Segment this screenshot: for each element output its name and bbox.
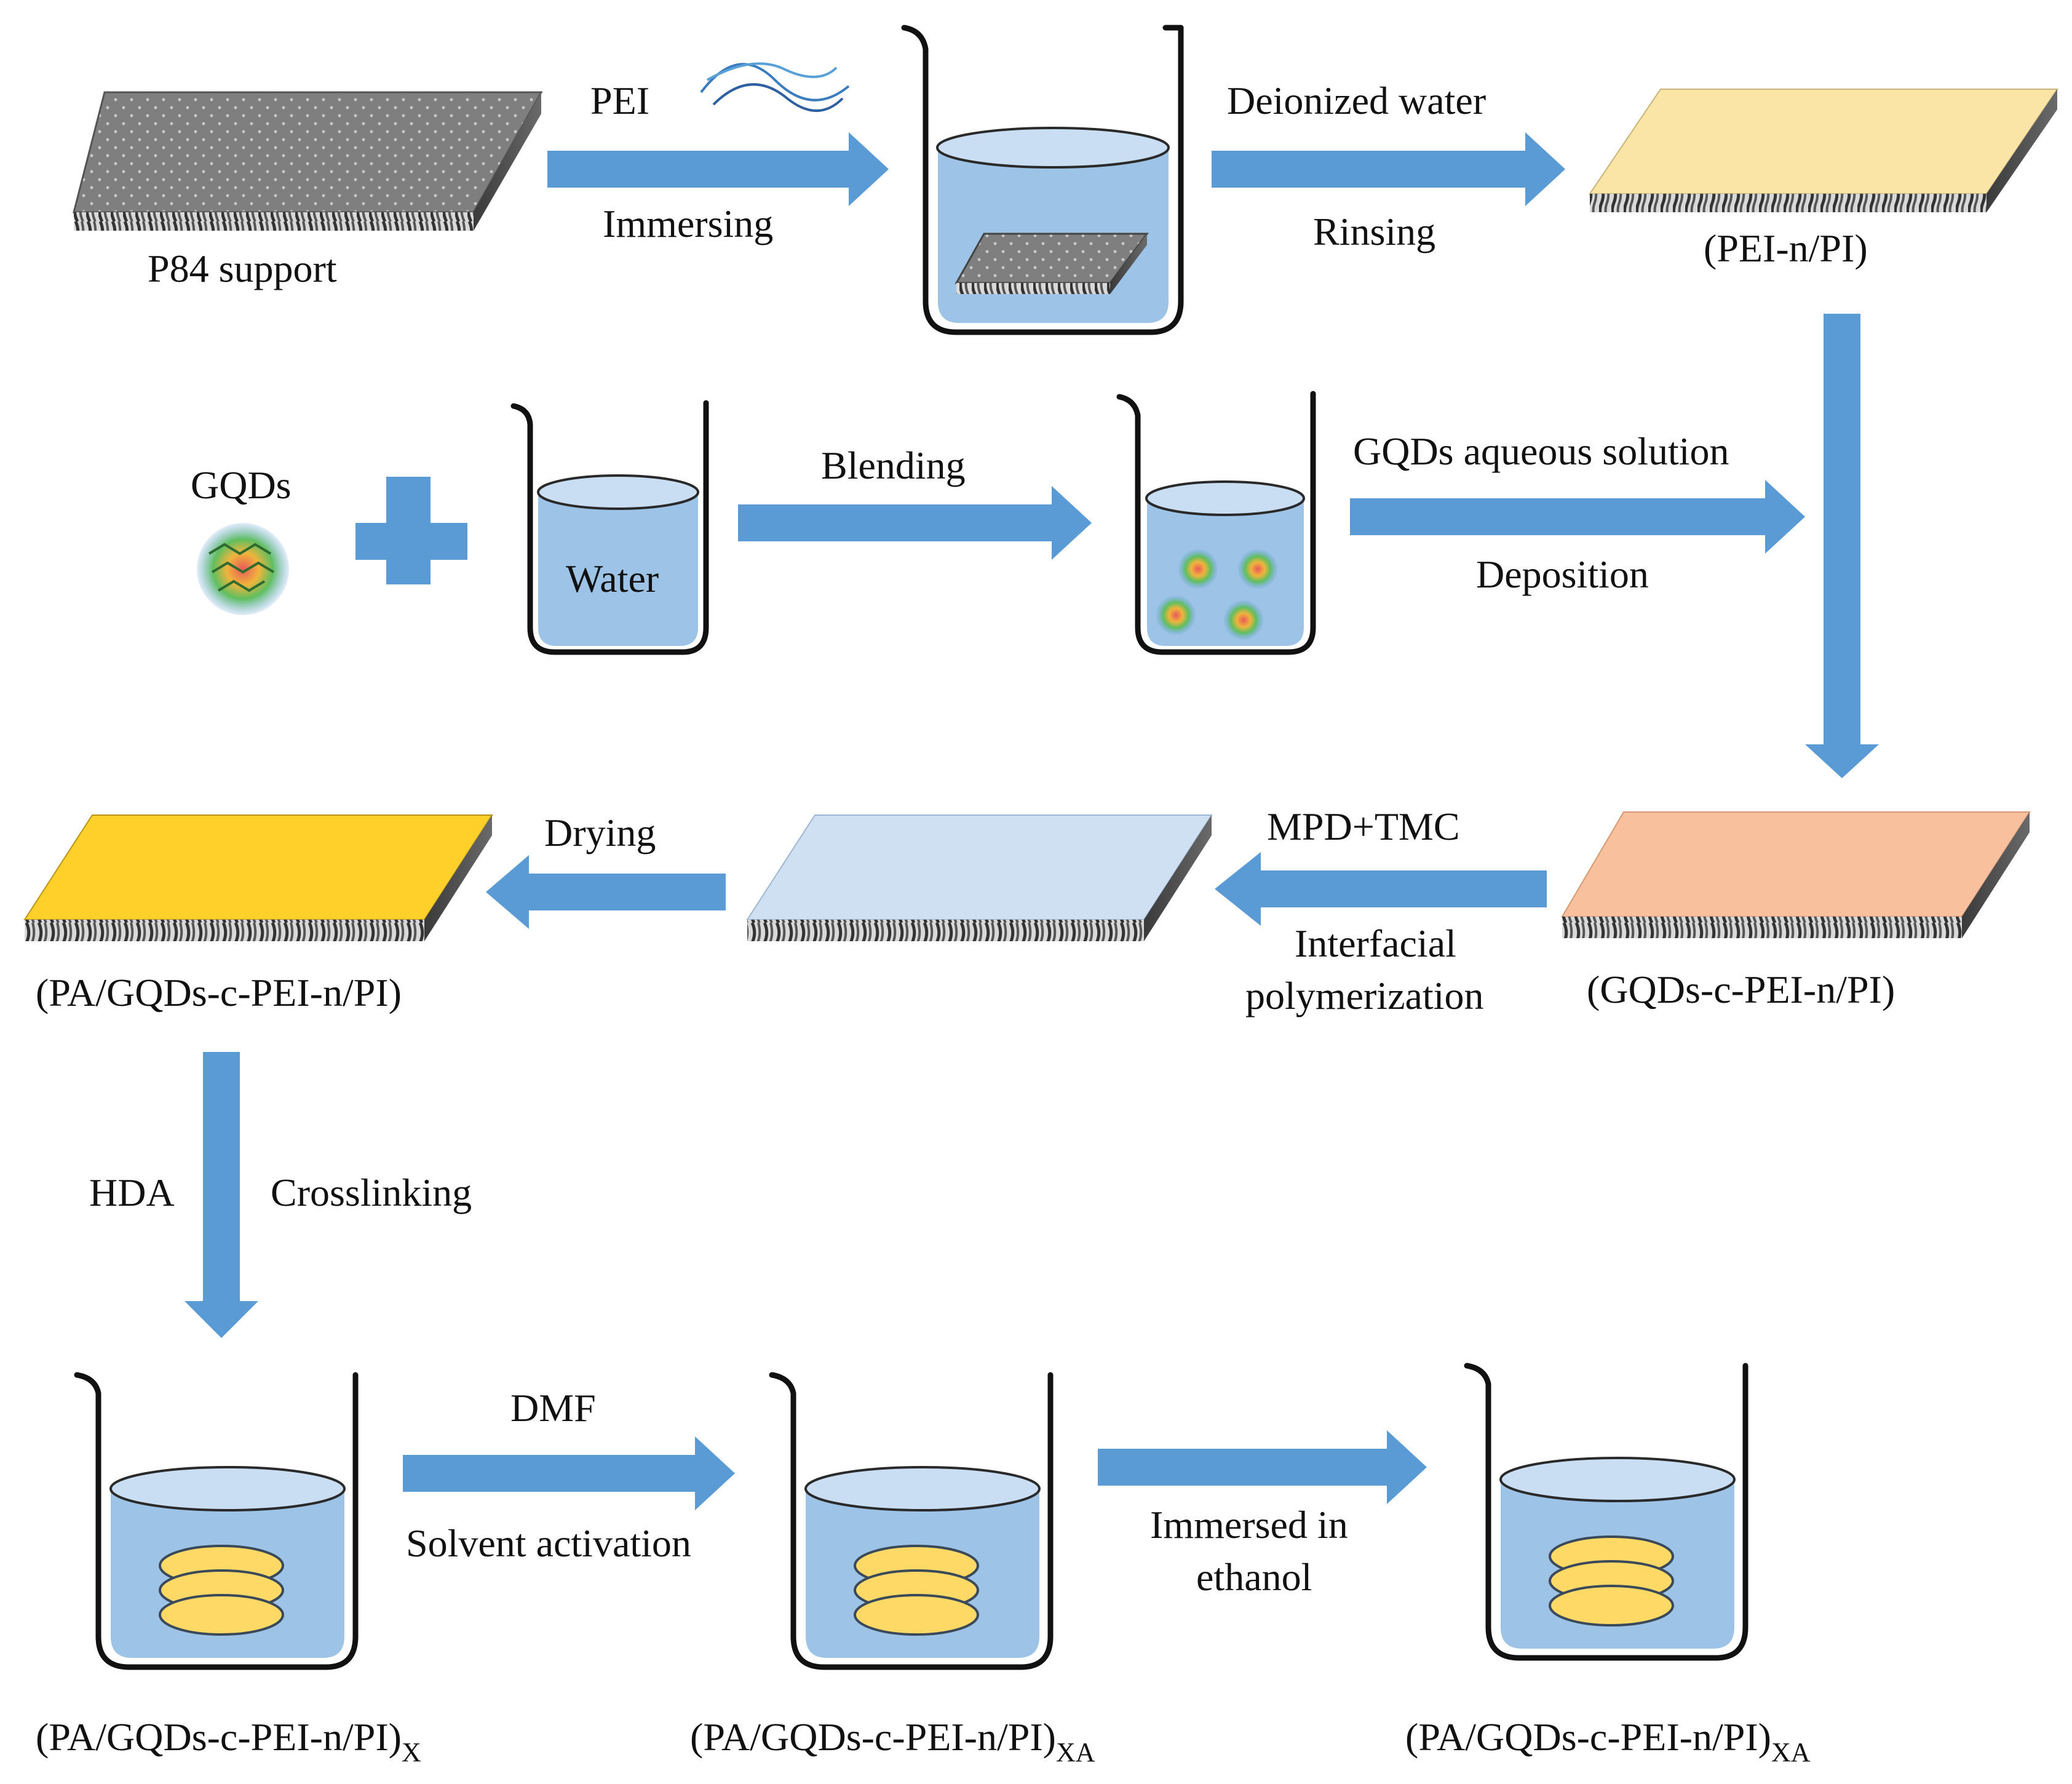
immersing-label: Immersing bbox=[603, 202, 773, 245]
product-x-label: (PA/GQDs-c-PEI-n/PI)X bbox=[36, 1715, 421, 1767]
pei-beaker bbox=[901, 25, 1184, 335]
pa-gqds-membrane bbox=[23, 814, 493, 941]
blending-arrow bbox=[738, 486, 1092, 560]
gqds-c-pei-membrane bbox=[1561, 811, 2031, 938]
deposition-label: Deposition bbox=[1476, 552, 1649, 596]
plus-icon bbox=[355, 477, 467, 584]
pei-pi-label: (PEI-n/PI) bbox=[1704, 226, 1868, 270]
solvent-activation-label: Solvent activation bbox=[406, 1521, 691, 1565]
rinsing-label: Rinsing bbox=[1313, 210, 1435, 253]
activated-beaker bbox=[769, 1372, 1054, 1670]
solvent-activation-arrow bbox=[403, 1436, 735, 1510]
gqds-aqueous-solution-label: GQDs aqueous solution bbox=[1353, 429, 1729, 473]
deposition-arrow bbox=[1350, 480, 1805, 554]
pa-gqds-label: (PA/GQDs-c-PEI-n/PI) bbox=[36, 971, 402, 1014]
gqd-particle bbox=[1178, 549, 1218, 589]
dmf-label: DMF bbox=[510, 1386, 596, 1430]
product-xa-label-2: (PA/GQDs-c-PEI-n/PI)XA bbox=[1405, 1715, 1811, 1767]
ethanol-beaker bbox=[1464, 1363, 1748, 1661]
water-label: Water bbox=[566, 557, 659, 600]
gqd-particle bbox=[1224, 600, 1263, 640]
membrane-disc bbox=[159, 1594, 284, 1636]
p84-support-membrane bbox=[73, 91, 543, 231]
product-xa-label-1: (PA/GQDs-c-PEI-n/PI)XA bbox=[690, 1715, 1095, 1767]
water-beaker bbox=[510, 400, 709, 655]
deionized-water-label: Deionized water bbox=[1227, 79, 1486, 122]
rinsing-arrow bbox=[1212, 132, 1565, 206]
ethanol-label: ethanol bbox=[1196, 1555, 1312, 1599]
down-arrow-right bbox=[1805, 314, 1879, 778]
crosslinking-label: Crosslinking bbox=[271, 1171, 472, 1214]
gqds-solution-beaker bbox=[1116, 391, 1316, 655]
interfacial-label: Interfacial bbox=[1295, 922, 1456, 965]
immersed-membrane bbox=[955, 233, 1149, 294]
gqd-particle bbox=[1156, 595, 1196, 635]
p84-support-label: P84 support bbox=[148, 247, 337, 290]
blending-label: Blending bbox=[821, 444, 966, 487]
ethanol-arrow bbox=[1098, 1430, 1427, 1504]
pei-pi-membrane bbox=[1589, 89, 2058, 212]
membrane-disc bbox=[854, 1594, 979, 1636]
crosslinking-arrow bbox=[185, 1052, 258, 1338]
pa-layer-membrane bbox=[746, 814, 1213, 941]
crosslinked-beaker bbox=[74, 1372, 359, 1670]
polymerization-label: polymerization bbox=[1245, 974, 1483, 1017]
drying-label: Drying bbox=[544, 811, 656, 854]
pei-label: PEI bbox=[590, 79, 649, 122]
gqd-particle bbox=[1238, 549, 1277, 589]
gqd-molecule-icon bbox=[197, 523, 289, 615]
immersed-in-label: Immersed in bbox=[1150, 1503, 1348, 1547]
mpd-tmc-label: MPD+TMC bbox=[1267, 805, 1460, 848]
hda-label: HDA bbox=[89, 1171, 175, 1214]
gqds-c-pei-label: (GQDs-c-PEI-n/PI) bbox=[1587, 968, 1895, 1011]
immersing-arrow bbox=[547, 132, 889, 206]
membrane-disc bbox=[1549, 1585, 1674, 1627]
drying-arrow bbox=[486, 855, 726, 929]
interfacial-polymerization-arrow bbox=[1215, 852, 1547, 926]
pei-polymer-chains bbox=[700, 62, 850, 112]
gqds-label: GQDs bbox=[191, 463, 292, 507]
